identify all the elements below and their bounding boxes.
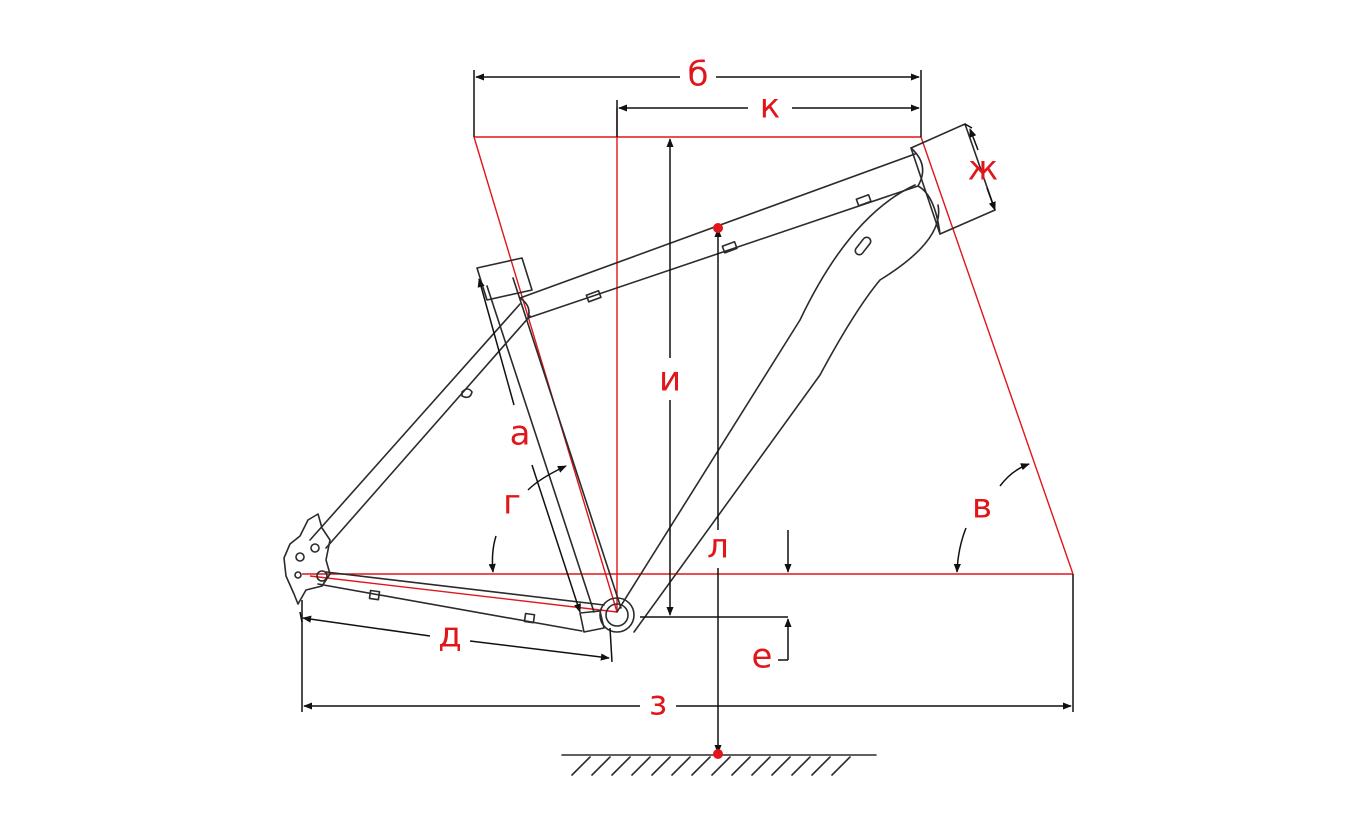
cable-guide xyxy=(585,289,602,303)
label-b: б xyxy=(688,55,709,95)
label-d: д xyxy=(438,616,462,656)
seat-tube-left xyxy=(486,285,595,613)
label-v: в xyxy=(972,487,992,527)
dropout-bolt xyxy=(310,543,320,553)
seat-tube-top-collar xyxy=(476,257,533,301)
label-i: и xyxy=(659,360,681,400)
standover-point xyxy=(713,223,723,233)
head-tube-gusset xyxy=(910,147,941,235)
dim-seat-angle xyxy=(527,465,567,491)
seat-axis-extension xyxy=(473,136,618,613)
dropout-bolt xyxy=(295,552,305,562)
head-axis-extension xyxy=(920,136,1074,575)
seat-tube-right xyxy=(512,277,622,609)
seat-stay-lower xyxy=(325,315,531,549)
top-tube-lower xyxy=(527,185,919,319)
label-a: а xyxy=(510,414,531,454)
down-tube-slot xyxy=(854,236,872,256)
label-z: з xyxy=(649,684,667,724)
label-g: г xyxy=(503,483,521,523)
chainstay-brace xyxy=(579,610,605,633)
top-tube-joint xyxy=(519,297,530,319)
label-zh: ж xyxy=(968,149,999,189)
rear-dropout xyxy=(283,513,331,605)
bike-frame xyxy=(283,123,996,776)
dim-chainstay xyxy=(302,615,431,637)
dropout-bolt xyxy=(294,571,302,579)
ground-hatching xyxy=(571,756,851,776)
chainstay-guide xyxy=(523,612,536,624)
chainstay-axis xyxy=(309,575,618,613)
seat-stay-upper xyxy=(309,303,521,541)
ground-point xyxy=(713,749,723,759)
down-tube-upper xyxy=(616,184,916,613)
geometry-lines xyxy=(302,108,1074,613)
down-tube-lower xyxy=(633,204,940,633)
bottom-bracket-outer xyxy=(599,597,635,633)
cable-guide xyxy=(721,240,738,254)
chain-stay-lower xyxy=(317,583,583,632)
chainstay-guide xyxy=(368,589,381,601)
dropout-axle xyxy=(316,570,328,582)
dim-head-tube xyxy=(969,128,979,151)
label-k: к xyxy=(760,87,781,127)
dimension-lines xyxy=(299,70,1074,754)
dim-head-angle xyxy=(999,463,1030,487)
bottom-bracket-inner xyxy=(605,603,629,627)
chain-stay-upper xyxy=(325,571,605,606)
label-l: л xyxy=(707,527,729,567)
seat-stay-bridge xyxy=(461,388,473,399)
dim-seat-tube xyxy=(477,278,515,406)
label-e: е xyxy=(752,637,773,677)
cable-guide xyxy=(855,193,872,207)
dimension-labels: б к ж и а г в л д е з xyxy=(438,55,998,724)
